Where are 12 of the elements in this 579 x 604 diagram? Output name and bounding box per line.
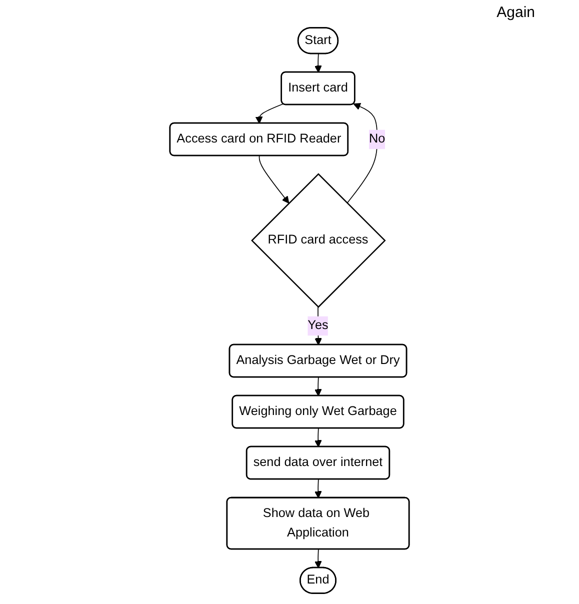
edge-label: No [368,131,386,146]
arrow [314,376,322,396]
arrow [314,428,322,448]
arrow [314,479,322,498]
note-label: Again [496,4,535,21]
arrow [258,155,290,204]
arrow [255,103,284,124]
arrow [314,548,322,568]
node-diamond: RFID card access [251,173,386,308]
arrow [346,103,378,204]
edge-label: Yes [308,318,328,332]
arrow [314,53,322,73]
